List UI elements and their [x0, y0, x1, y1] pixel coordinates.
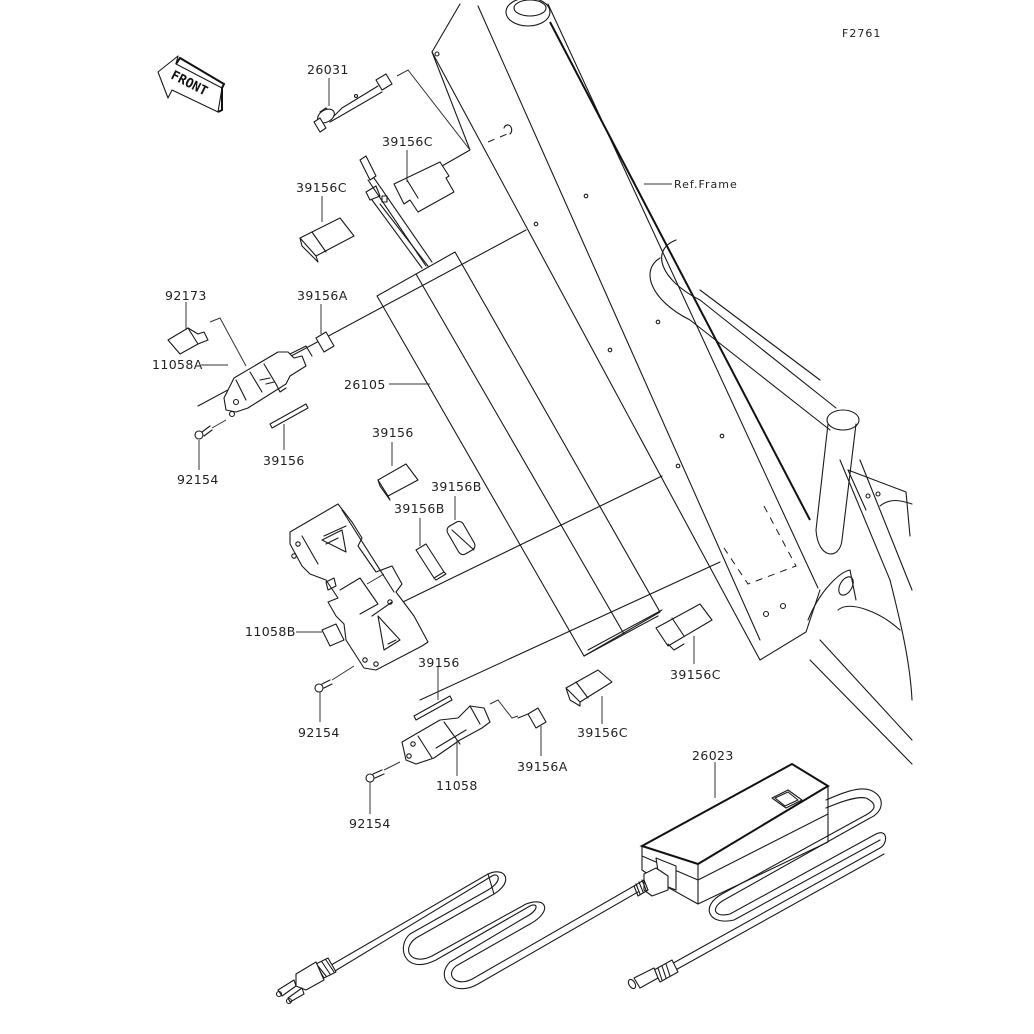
label-26031[interactable]: 26031: [307, 62, 349, 77]
figure-code: F2761: [842, 27, 881, 40]
label-39156a-lower[interactable]: 39156A: [517, 759, 568, 774]
charger-dc-cord: [627, 788, 887, 990]
label-26105[interactable]: 26105: [344, 377, 386, 392]
reference-frame: Ref.Frame: [431, 0, 821, 661]
bracket-11058a: 11058A: [152, 345, 313, 418]
pad-39156c-upper: 39156C: [382, 134, 455, 213]
bolt-92154-upper: 92154: [177, 419, 227, 487]
label-26023[interactable]: 26023: [692, 748, 734, 763]
label-11058[interactable]: 11058: [436, 778, 478, 793]
charger-26023: 26023: [633, 748, 830, 905]
pad-39156c-left: 39156C: [296, 180, 355, 263]
label-39156a-upper[interactable]: 39156A: [297, 288, 348, 303]
battery: 26105: [197, 229, 721, 701]
pad-strip-39156-lower: 39156: [413, 655, 460, 721]
label-39156c-upper[interactable]: 39156C: [382, 134, 433, 149]
bracket-11058b: 11058B: [245, 503, 429, 671]
pad-39156a-lower: 39156A: [517, 707, 568, 774]
label-92154-middle[interactable]: 92154: [298, 725, 340, 740]
label-39156-strip-upper[interactable]: 39156: [263, 453, 305, 468]
front-arrow-icon: FRONT: [157, 55, 226, 113]
label-39156b-right[interactable]: 39156B: [431, 479, 482, 494]
label-92173[interactable]: 92173: [165, 288, 207, 303]
pad-39156c-lower-right: 39156C: [655, 603, 721, 682]
label-39156-strip-lower[interactable]: 39156: [418, 655, 460, 670]
clamp-92173: 92173: [165, 288, 247, 367]
battery-leads: [359, 155, 433, 269]
label-11058a[interactable]: 11058A: [152, 357, 203, 372]
label-39156c-lower-right[interactable]: 39156C: [670, 667, 721, 682]
pad-39156c-lower-left: 39156C: [565, 669, 628, 740]
ref-frame-label: Ref.Frame: [674, 178, 738, 191]
pad-39156-middle: 39156: [372, 425, 419, 501]
label-39156c-left[interactable]: 39156C: [296, 180, 347, 195]
pad-39156b-left: 39156B: [394, 501, 447, 581]
charger-ac-cord: [275, 871, 639, 1005]
label-39156c-lower-left[interactable]: 39156C: [577, 725, 628, 740]
frame-tubes: [649, 239, 913, 765]
pad-39156a-upper: 39156A: [297, 288, 348, 353]
sensor-26031: 26031: [307, 62, 471, 151]
label-11058b[interactable]: 11058B: [245, 624, 296, 639]
label-39156-middle[interactable]: 39156: [372, 425, 414, 440]
bolt-92154-middle: 92154: [298, 665, 355, 740]
pad-39156b-right: 39156B: [431, 479, 482, 556]
bolt-92154-lower: 92154: [349, 761, 401, 831]
bracket-11058: 11058: [401, 699, 519, 793]
pad-strip-39156-upper: 39156: [263, 403, 309, 468]
label-92154-upper[interactable]: 92154: [177, 472, 219, 487]
label-92154-lower[interactable]: 92154: [349, 816, 391, 831]
label-39156b-left[interactable]: 39156B: [394, 501, 445, 516]
